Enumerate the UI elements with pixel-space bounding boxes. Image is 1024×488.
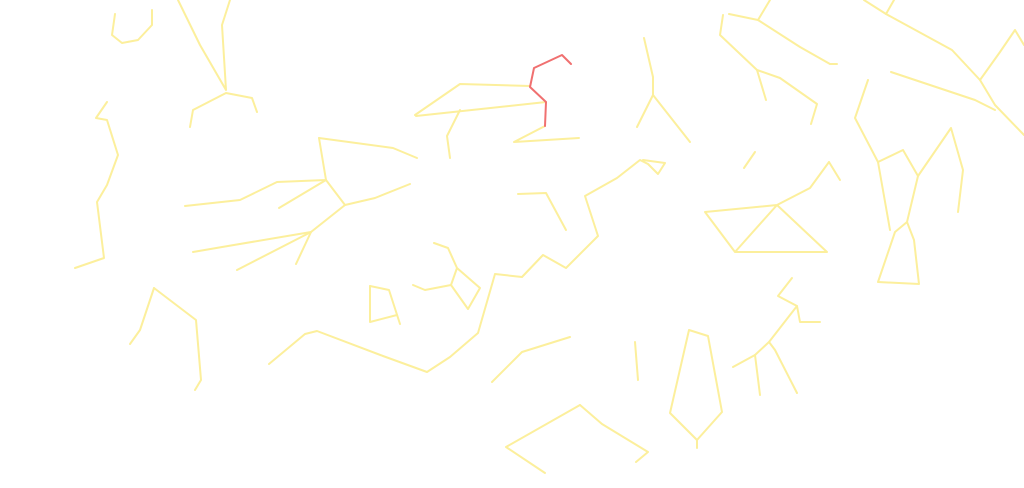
- constellation-line[interactable]: [743, 151, 756, 169]
- constellation-line[interactable]: [768, 341, 798, 394]
- constellation-line[interactable]: [828, 161, 841, 181]
- constellation-line[interactable]: [854, 79, 964, 213]
- constellation-line[interactable]: [877, 161, 891, 231]
- constellation-line[interactable]: [979, 79, 1024, 136]
- constellation-line[interactable]: [885, 13, 1024, 81]
- constellation-line[interactable]: [719, 14, 767, 101]
- constellation-line[interactable]: [756, 69, 818, 125]
- constellation-line[interactable]: [189, 92, 258, 128]
- constellation-line[interactable]: [414, 83, 531, 116]
- constellation-line[interactable]: [295, 204, 346, 265]
- constellation-line[interactable]: [433, 242, 481, 310]
- constellation-line[interactable]: [634, 341, 639, 381]
- constellation-line[interactable]: [369, 285, 398, 323]
- constellation-line[interactable]: [74, 101, 119, 269]
- constellation-line[interactable]: [184, 137, 327, 207]
- constellation-line[interactable]: [236, 231, 312, 271]
- constellation-line[interactable]: [704, 161, 830, 253]
- constellation-line[interactable]: [129, 287, 155, 345]
- constellation-line[interactable]: [863, 0, 895, 15]
- constellation-line[interactable]: [890, 71, 996, 111]
- constellation-line[interactable]: [757, 0, 771, 21]
- constellation-line[interactable]: [415, 101, 547, 117]
- constellation-line[interactable]: [505, 404, 581, 474]
- constellation-line[interactable]: [728, 13, 838, 65]
- constellation-line[interactable]: [754, 354, 761, 396]
- constellation-line[interactable]: [579, 404, 649, 463]
- constellation-line[interactable]: [318, 137, 418, 159]
- constellation-line[interactable]: [412, 284, 452, 291]
- constellation-line[interactable]: [192, 231, 312, 253]
- constellation-line[interactable]: [517, 192, 567, 231]
- constellation-line[interactable]: [153, 287, 202, 391]
- constellation-line[interactable]: [268, 159, 666, 373]
- constellation-line[interactable]: [636, 94, 654, 128]
- constellation-line[interactable]: [777, 277, 821, 323]
- constellation-line[interactable]: [369, 285, 401, 325]
- constellation-line[interactable]: [278, 179, 327, 209]
- constellation-line[interactable]: [177, 0, 231, 91]
- constellation-line[interactable]: [491, 336, 571, 383]
- constellation-line[interactable]: [732, 305, 798, 368]
- constellation-line[interactable]: [643, 37, 691, 143]
- constellation-line[interactable]: [877, 175, 920, 285]
- constellation-line[interactable]: [111, 9, 153, 44]
- highlighted-line[interactable]: [529, 54, 572, 127]
- constellation-line[interactable]: [325, 179, 411, 206]
- constellation-line[interactable]: [446, 109, 461, 159]
- constellation-line[interactable]: [669, 329, 723, 441]
- constellation-line[interactable]: [513, 125, 580, 143]
